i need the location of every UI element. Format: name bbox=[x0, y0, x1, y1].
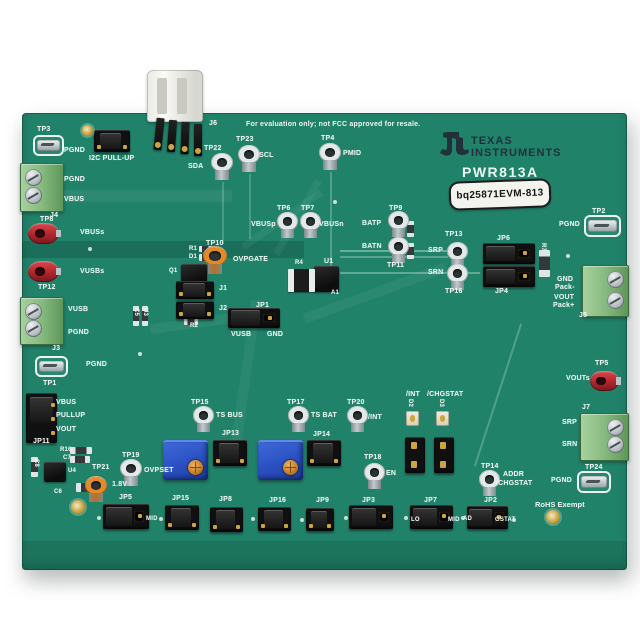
rohs-text: RoHS Exempt bbox=[535, 500, 585, 509]
part-number: PWR813A bbox=[462, 164, 539, 180]
brand-line1: TEXAS bbox=[471, 135, 513, 147]
evm-sticker: bq25871EVM-813 bbox=[448, 178, 552, 211]
ti-logo-icon bbox=[437, 131, 469, 159]
brand-line2: INSTRUMENTS bbox=[471, 147, 562, 159]
disclaimer-text: For evaluation only; not FCC approved fo… bbox=[246, 121, 421, 128]
usb-connector-j6 bbox=[147, 70, 203, 122]
